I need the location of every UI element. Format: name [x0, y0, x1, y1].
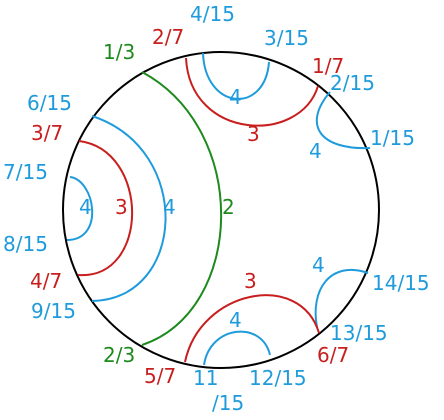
period-left-blue-small: 4: [79, 195, 92, 219]
label-4-15: 4/15: [190, 2, 235, 26]
arc-top-blue: [202, 52, 270, 100]
label-11-15: 11/15: [193, 366, 244, 415]
arc-left-red: [77, 140, 133, 277]
period-bottom-red: 3: [244, 269, 257, 293]
label-7-15: 7/15: [3, 160, 48, 184]
label-12-15: 12/15: [249, 366, 307, 390]
label-2-3: 2/3: [103, 343, 135, 367]
arc-bottom-red: [184, 294, 320, 363]
unit-circle: [62, 51, 380, 369]
label-13-15: 13/15: [330, 321, 388, 345]
label-1-3: 1/3: [103, 40, 135, 64]
arc-left-blue-small: [66, 176, 94, 241]
period-left-blue-big: 4: [163, 195, 176, 219]
label-2-15: 2/15: [330, 71, 375, 95]
arc-green: [141, 71, 223, 346]
arc-br-blue: [314, 268, 369, 328]
period-right-blue: 4: [309, 139, 322, 163]
label-4-7: 4/7: [30, 269, 62, 293]
period-left-red: 3: [115, 195, 128, 219]
arc-top-red: [185, 57, 319, 127]
period-top-red: 3: [247, 122, 260, 146]
label-2-7: 2/7: [152, 25, 184, 49]
label-11-15-line2: /15: [212, 391, 244, 415]
label-9-15: 9/15: [31, 299, 76, 323]
label-6-15: 6/15: [27, 91, 72, 115]
label-5-7: 5/7: [144, 364, 176, 388]
arc-right-blue: [315, 91, 371, 150]
label-6-7: 6/7: [317, 343, 349, 367]
period-br-blue: 4: [312, 253, 325, 277]
period-bottom-blue: 4: [229, 308, 242, 332]
label-3-15: 3/15: [264, 26, 309, 50]
label-11-15-line1: 11: [193, 366, 218, 390]
period-top-blue: 4: [229, 85, 242, 109]
label-1-15: 1/15: [370, 126, 415, 150]
arc-left-blue-big: [91, 115, 167, 302]
label-14-15: 14/15: [372, 271, 430, 295]
label-3-7: 3/7: [31, 121, 63, 145]
arc-bottom-blue: [203, 330, 271, 366]
label-8-15: 8/15: [3, 232, 48, 256]
period-green: 2: [222, 195, 235, 219]
label-1-7: 1/7: [312, 54, 344, 78]
